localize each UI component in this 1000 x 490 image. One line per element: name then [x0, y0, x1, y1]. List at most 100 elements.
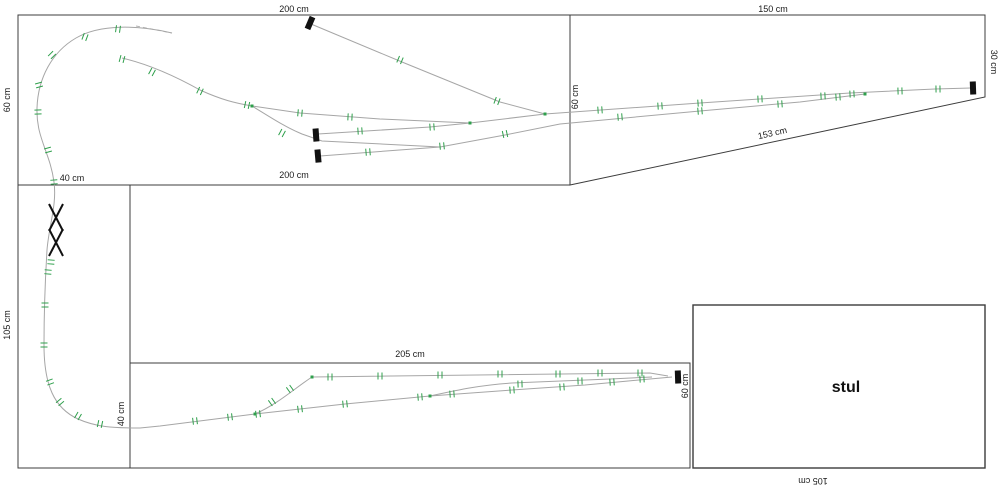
- track-main-loop[interactable]: [36, 26, 673, 429]
- rail-joint-mark: [196, 86, 204, 96]
- rail-joint-mark: [697, 107, 703, 115]
- rail-joint-mark: [267, 397, 277, 407]
- turnout-node-mark: [428, 394, 432, 398]
- buffer-stop[interactable]: [312, 128, 320, 142]
- dim-board-c-top: 40 cm: [60, 173, 85, 183]
- rail-joint-mark: [41, 302, 49, 308]
- dim-board-b-left: 60 cm: [570, 85, 580, 110]
- rail-joint-mark: [697, 99, 703, 107]
- rail-joint-mark: [44, 269, 52, 275]
- rail-joint-mark: [285, 384, 295, 394]
- rail-joint-mark: [757, 95, 763, 103]
- rail-joint-mark: [835, 93, 841, 101]
- dim-board-table-bottom: 105 cm: [798, 476, 828, 486]
- track-top-diagonal[interactable]: [310, 23, 546, 115]
- crossing-icon[interactable]: [48, 203, 64, 257]
- rail-joint-mark: [509, 386, 515, 394]
- rail-joint-mark: [897, 87, 903, 95]
- rail-joint-mark: [47, 50, 57, 60]
- rail-joint-mark: [297, 405, 303, 413]
- rail-joint-mark: [617, 113, 623, 121]
- rail-joint-mark: [227, 413, 233, 421]
- rail-joint-mark: [559, 383, 565, 391]
- dim-board-a-top: 200 cm: [279, 4, 309, 14]
- dim-board-d-top: 205 cm: [395, 349, 425, 359]
- rail-joint-mark: [449, 390, 455, 398]
- board-top-left-outline[interactable]: [17, 14, 571, 186]
- rail-joint-mark: [517, 380, 523, 388]
- rail-joint-mark: [637, 369, 643, 377]
- rail-joint-mark: [935, 85, 941, 93]
- rail-joint-mark: [597, 369, 603, 377]
- board-top-right-outline[interactable]: [569, 14, 986, 186]
- rail-joint-mark: [577, 377, 583, 385]
- rail-joint-mark: [45, 378, 55, 386]
- labels-layer: 200 cm 60 cm 200 cm 150 cm 60 cm 30 cm 1…: [2, 4, 999, 486]
- track-bottom-connector[interactable]: [254, 376, 313, 415]
- rail-joint-mark: [118, 54, 126, 64]
- rail-joint-mark: [377, 372, 383, 380]
- rail-joint-mark: [96, 420, 104, 428]
- rail-joint-mark: [493, 96, 501, 106]
- rail-joint-mark: [439, 142, 445, 150]
- track-bottom-siding-top[interactable]: [311, 372, 669, 378]
- rail-joint-mark: [365, 148, 371, 156]
- rail-joint-mark: [47, 259, 55, 265]
- turnout-node-mark: [250, 104, 254, 108]
- board-table-outline[interactable]: [692, 304, 986, 469]
- rail-joint-mark: [597, 106, 603, 114]
- board-left-outline[interactable]: [17, 184, 131, 469]
- rail-joint-mark: [609, 378, 615, 386]
- rail-joint-mark: [497, 370, 503, 378]
- rail-joint-mark: [429, 123, 435, 131]
- turnout-node-mark: [310, 375, 314, 379]
- track-siding-1[interactable]: [317, 113, 546, 135]
- rail-joint-mark: [40, 342, 48, 348]
- buffer-stop[interactable]: [314, 149, 322, 163]
- buffer-stop[interactable]: [969, 81, 977, 95]
- rail-joint-mark: [417, 393, 423, 401]
- rail-joint-mark: [639, 375, 645, 383]
- rail-joint-mark: [657, 102, 663, 110]
- rail-joints-layer: [34, 25, 941, 428]
- rail-joint-mark: [34, 81, 44, 89]
- buffer-stop[interactable]: [674, 370, 682, 384]
- rail-joint-mark: [81, 32, 89, 42]
- turnout-node-mark: [543, 112, 547, 116]
- rail-joint-mark: [74, 411, 82, 421]
- dim-board-d-left: 40 cm: [116, 402, 126, 427]
- dim-board-a-bottom: 200 cm: [279, 170, 309, 180]
- rail-joint-mark: [347, 113, 353, 121]
- buffer-stop[interactable]: [304, 15, 316, 31]
- rail-joint-mark: [501, 130, 509, 138]
- buffer-stops-layer: [304, 15, 977, 384]
- dim-board-c-left: 105 cm: [2, 310, 12, 340]
- dim-board-b-top: 150 cm: [758, 4, 788, 14]
- rail-joint-mark: [396, 55, 404, 65]
- rail-joint-mark: [777, 100, 783, 108]
- rail-joint-mark: [297, 109, 303, 117]
- rail-joint-mark: [55, 397, 65, 407]
- rail-joint-mark: [342, 400, 348, 408]
- dim-board-b-right: 30 cm: [989, 50, 999, 75]
- rail-joint-mark: [437, 371, 443, 379]
- rail-joint-mark: [327, 373, 333, 381]
- rail-joint-mark: [148, 67, 156, 77]
- rail-joint-mark: [849, 90, 855, 98]
- rail-joint-mark: [43, 146, 53, 154]
- dim-board-a-left: 60 cm: [2, 88, 12, 113]
- turnout-node-mark: [253, 412, 257, 416]
- board-bottom-outline[interactable]: [129, 362, 691, 469]
- rail-joint-mark: [555, 370, 561, 378]
- board-table-name: stul: [832, 379, 860, 396]
- track-bottom-siding-mid[interactable]: [429, 376, 653, 397]
- turnout-node-mark: [468, 121, 472, 125]
- rail-joint-mark: [34, 109, 42, 115]
- rail-joint-mark: [192, 417, 198, 425]
- rail-joint-mark: [115, 25, 121, 33]
- track-inner-branch[interactable]: [251, 105, 441, 148]
- dim-board-table-left: 60 cm: [680, 374, 690, 399]
- baseboards-layer: [17, 14, 986, 469]
- rail-joint-mark: [50, 179, 58, 185]
